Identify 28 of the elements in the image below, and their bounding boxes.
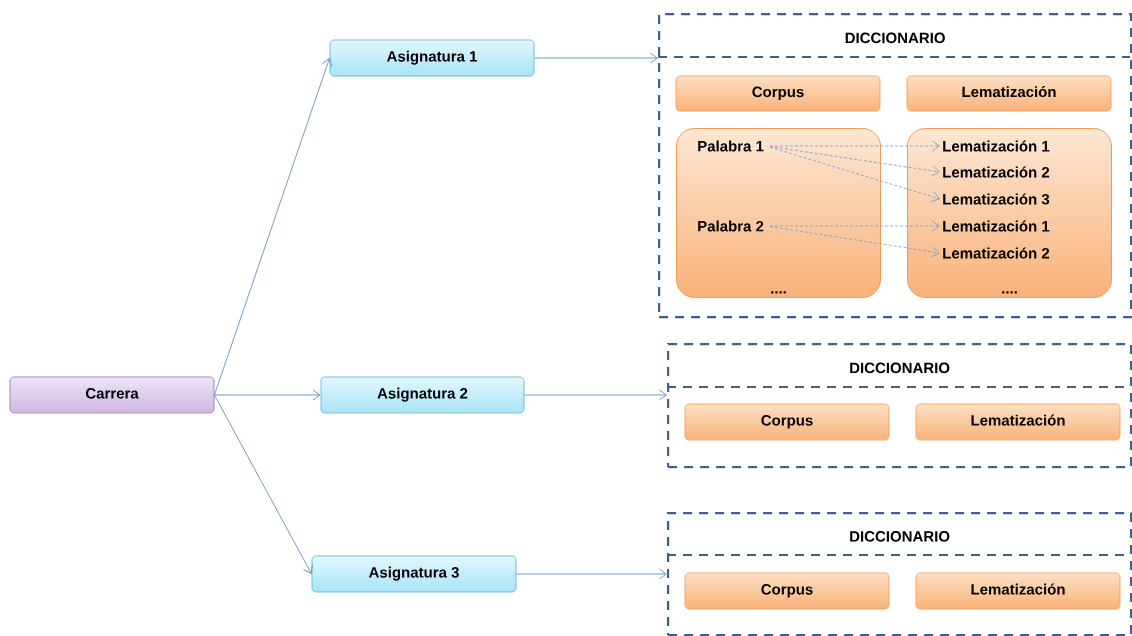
word-label: Lematización 3 (943, 193, 1050, 205)
arrow (534, 52, 658, 64)
word-label: Palabra 1 (698, 140, 764, 152)
arrow (516, 568, 667, 580)
header-box: Lematización (915, 572, 1121, 610)
header-box: Lematización (915, 403, 1121, 441)
process-box: Asignatura 1 (329, 39, 535, 77)
arrow (524, 389, 667, 401)
arrow (769, 140, 940, 152)
arrow (214, 394, 313, 574)
arrow (214, 389, 321, 401)
arrow (214, 58, 333, 396)
word-label: Lematización 2 (943, 166, 1050, 178)
header-box: Lematización (906, 75, 1112, 112)
arrow (769, 146, 940, 202)
process-box: Carrera (9, 376, 215, 414)
word-label: Lematización 1 (943, 140, 1050, 152)
process-box: Asignatura 2 (320, 376, 525, 414)
header-box: Corpus (675, 75, 881, 112)
header-box: Corpus (684, 572, 890, 610)
word-label: Lematización 1 (943, 220, 1050, 232)
word-label: Lematización 2 (943, 247, 1050, 259)
arrow (769, 220, 940, 232)
arrow (769, 226, 940, 258)
header-box: Corpus (684, 403, 890, 441)
word-label: Palabra 2 (698, 220, 764, 232)
arrow (769, 146, 940, 177)
process-box: Asignatura 3 (311, 555, 517, 593)
